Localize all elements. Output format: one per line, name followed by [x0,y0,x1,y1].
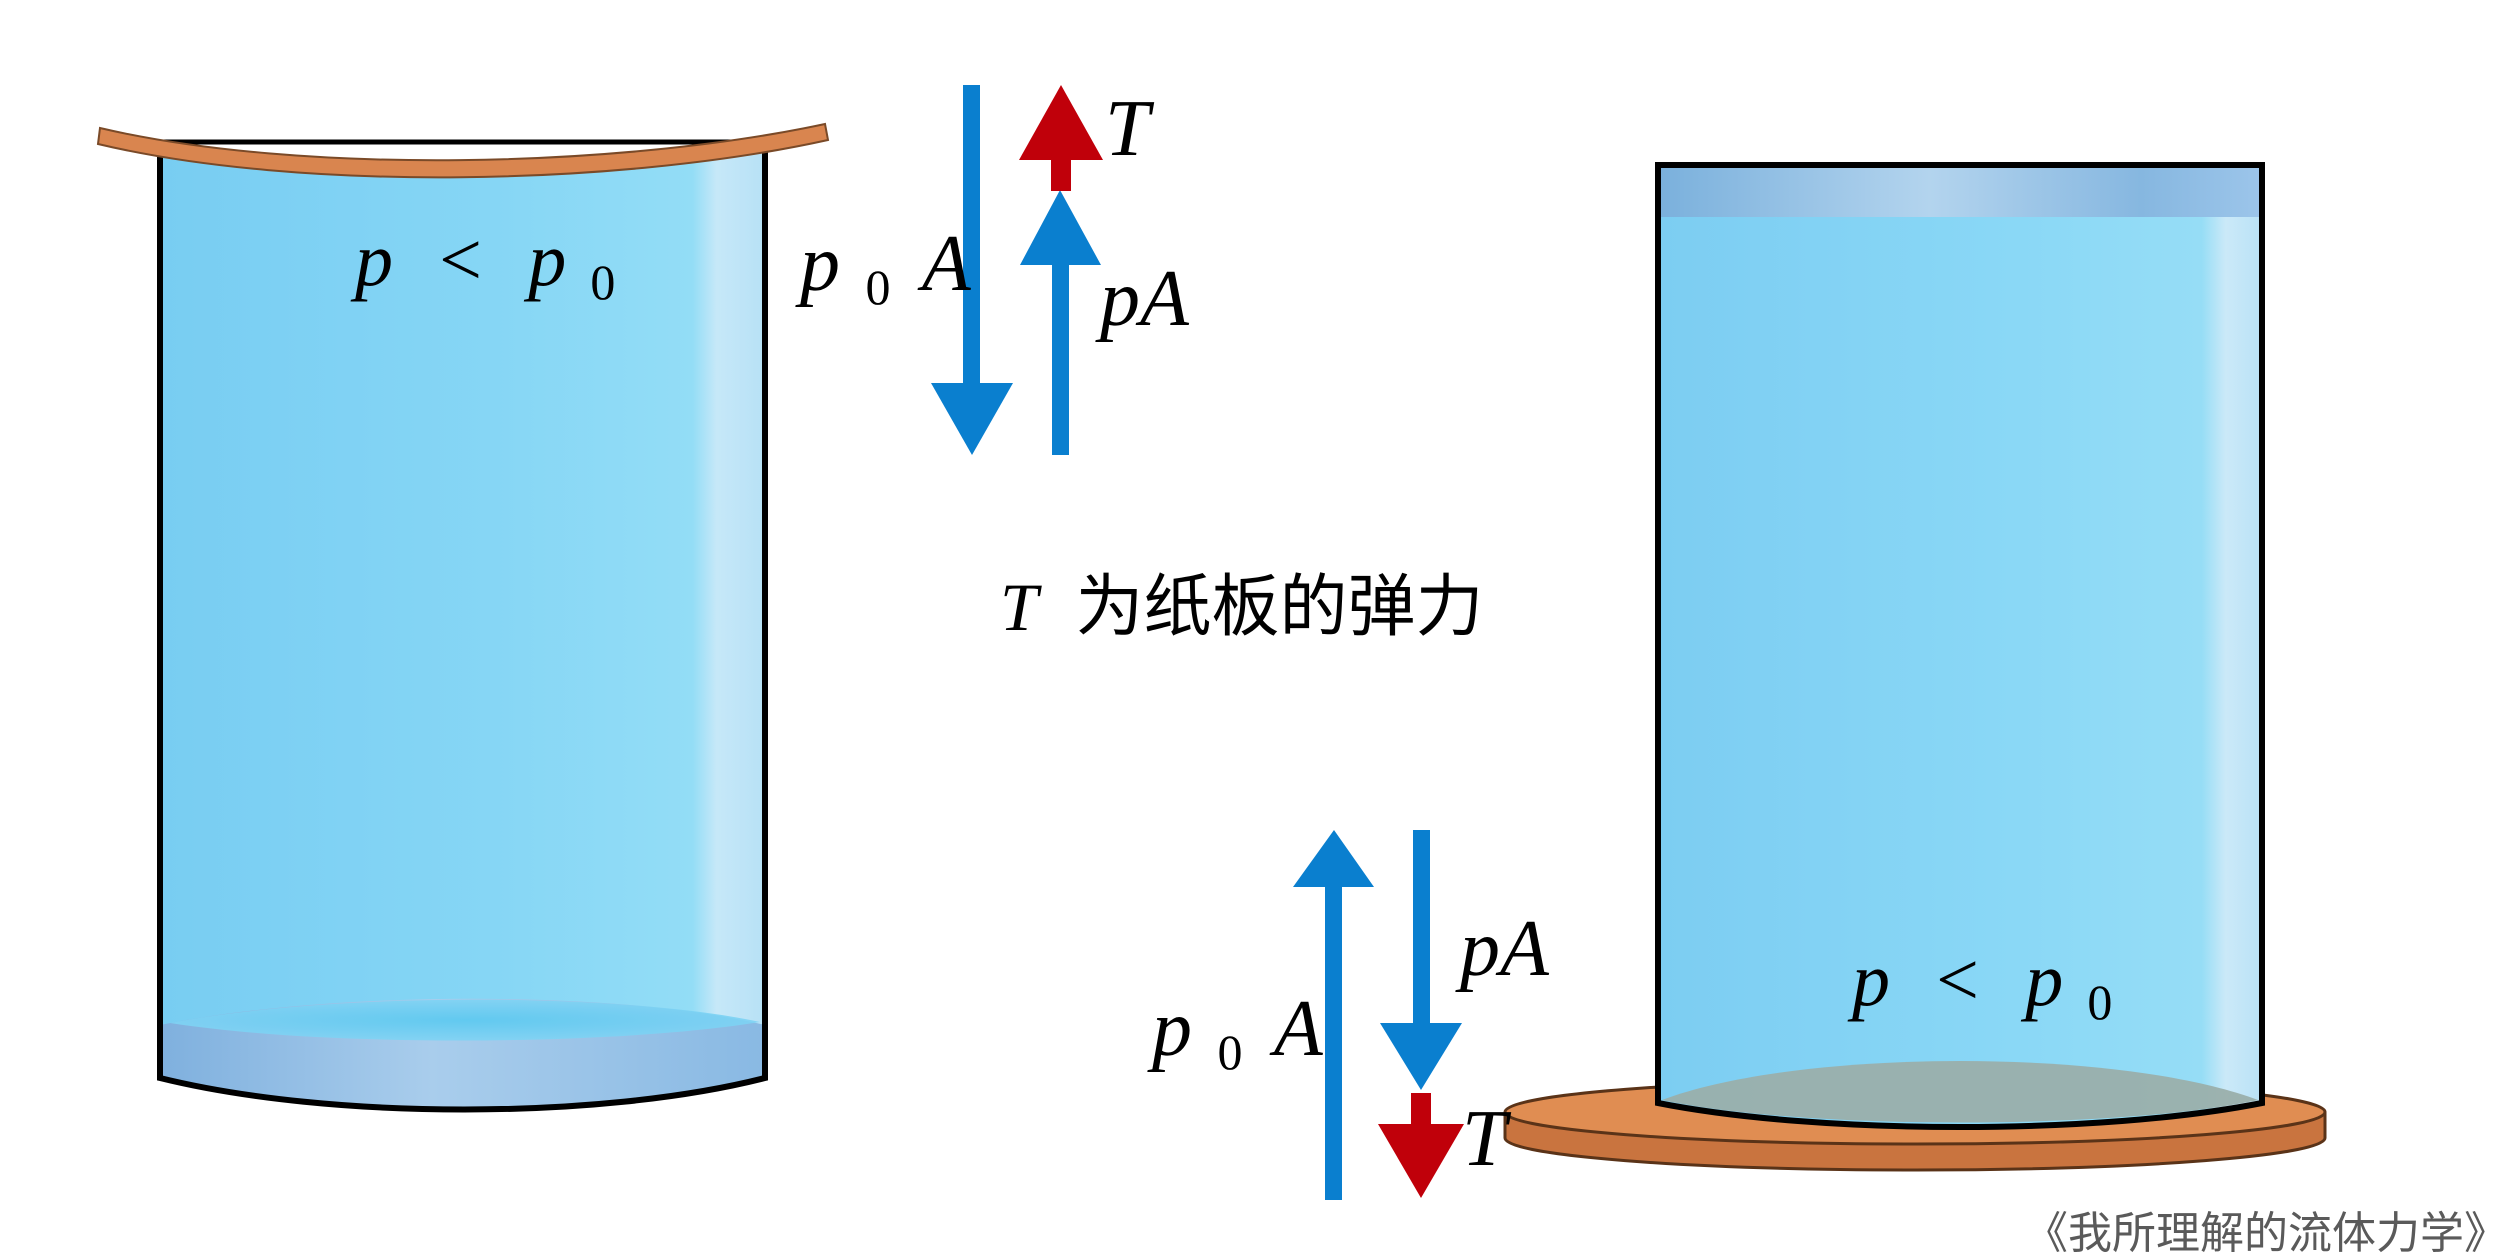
left-cup-water [160,150,765,1110]
watermark: 《我所理解的流体力学》 [2024,1208,2508,1259]
right-force-t-down-arrow [1378,1093,1464,1198]
left-cup [96,122,830,1113]
right-cup [1503,162,2327,1172]
cardboard-plate-edge-lines [1503,1112,2327,1138]
left-force-pa-label: pA [1095,255,1190,343]
right-cup-water [1658,165,2262,1127]
right-force-p0a-label: p 0 A [1147,981,1324,1088]
left-force-t-up-arrow [1019,85,1103,191]
left-cup-pressure-label: p < p 0 [350,214,615,310]
left-cup-outline [157,145,768,1113]
left-force-p0a-down-arrow [931,85,1013,455]
right-cup-outline [1655,162,2265,1130]
right-cup-pressure-label: p < p 0 [1847,934,2112,1030]
cardboard-sagging [96,122,830,179]
right-force-t-label: T [1462,1095,1512,1183]
right-cup-bottom-surface [1662,1061,2258,1123]
left-force-t-label: T [1105,85,1155,173]
right-force-p0a-up-arrow [1293,830,1374,1200]
right-force-pa-down-arrow [1380,830,1462,1090]
left-force-diagram [931,85,1103,455]
left-cup-floor-highlight [170,999,760,1041]
left-force-p0a-label: p 0 A [795,216,972,323]
right-cup-top-band [1658,165,2262,217]
right-force-diagram [1293,830,1464,1200]
caption: T 为纸板的弹力 [1000,568,1483,647]
right-force-pa-label: pA [1455,905,1550,993]
left-force-pa-up-arrow [1020,190,1101,455]
